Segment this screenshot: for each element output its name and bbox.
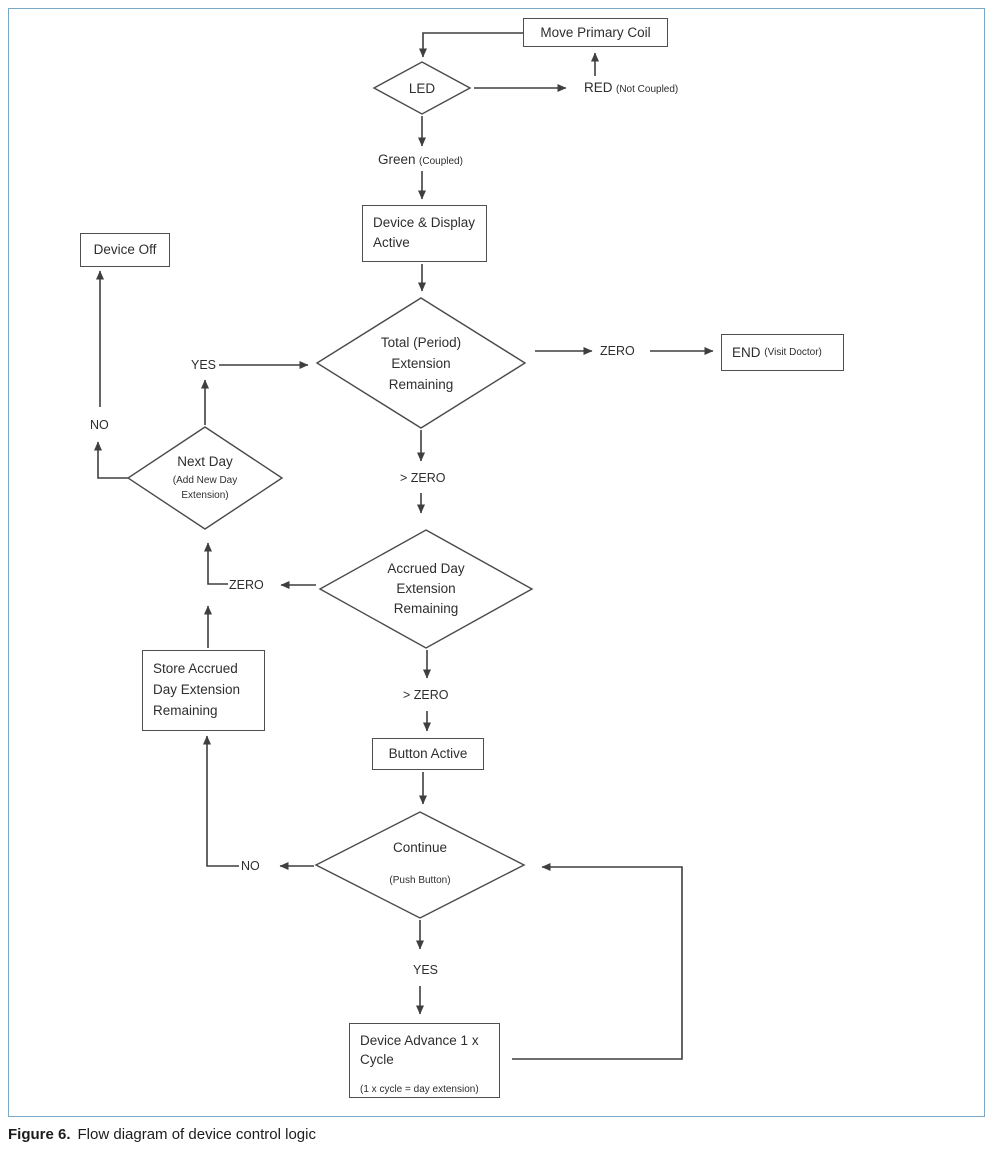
- figure-caption: Figure 6. Flow diagram of device control …: [8, 1126, 316, 1143]
- diamond-accrued-line1: Accrued Day: [387, 561, 465, 576]
- diamond-accrued-shape: [318, 529, 534, 649]
- node-advance-spacer: [360, 1069, 493, 1080]
- node-device-display-active: Device & Display Active: [362, 205, 487, 262]
- node-button-active: Button Active: [372, 738, 484, 770]
- label-red-sub: (Not Coupled): [616, 84, 679, 95]
- diamond-total-line1: Total (Period): [380, 334, 462, 350]
- diamond-next-day-sub1: (Add New Day: [172, 474, 238, 486]
- node-end-label: END: [732, 344, 761, 360]
- node-store-line1: Store Accrued: [153, 661, 238, 676]
- label-red-main: RED: [584, 80, 613, 95]
- connector-advance-loop-to-continue: [512, 863, 683, 1060]
- figure-caption-prefix: Figure 6.: [8, 1126, 71, 1143]
- label-gt-zero-mid: > ZERO: [403, 688, 449, 702]
- diamond-next-day-shape: [126, 426, 284, 530]
- node-end-sublabel: (Visit Doctor): [764, 346, 822, 358]
- node-advance-line1: Device Advance 1 x: [360, 1033, 479, 1048]
- label-yes-lower: YES: [413, 963, 439, 977]
- figure-frame: [8, 8, 985, 1117]
- label-no-upper: NO: [90, 418, 109, 432]
- node-button-active-label: Button Active: [388, 746, 468, 761]
- node-store-accrued: Store Accrued Day Extension Remaining: [142, 650, 265, 731]
- diamond-continue-label: Continue: [392, 840, 448, 855]
- diamond-continue-label-wrap: Continue (Push Button): [316, 812, 524, 916]
- diamond-total-line2: Extension: [391, 355, 451, 371]
- node-end: END (Visit Doctor): [721, 334, 844, 371]
- label-gt-zero-top: > ZERO: [400, 471, 446, 485]
- node-device-active-line2: Active: [373, 235, 410, 250]
- diamond-total-label-wrap: Total (Period) Extension Remaining: [317, 298, 525, 428]
- diamond-next-day-label-wrap: Next Day (Add New Day Extension): [128, 427, 282, 529]
- node-advance-line2: Cycle: [360, 1052, 394, 1067]
- connector-next-day-to-no: [94, 441, 128, 479]
- label-no-lower: NO: [241, 859, 260, 873]
- connector-zero-left-to-next-day: [204, 542, 228, 585]
- connector-move-coil-to-led: [419, 32, 523, 58]
- diamond-next-day-label: Next Day: [177, 453, 233, 469]
- diamond-accrued-line2: Extension: [396, 581, 456, 596]
- diamond-accrued-label-wrap: Accrued Day Extension Remaining: [320, 530, 532, 648]
- diamond-accrued-line3: Remaining: [393, 601, 459, 616]
- node-device-off-label: Device Off: [93, 242, 157, 257]
- diamond-total-shape: [315, 297, 527, 429]
- label-green: Green (Coupled): [378, 152, 463, 167]
- label-zero-left: ZERO: [229, 578, 264, 592]
- node-move-primary-coil: Move Primary Coil: [523, 18, 668, 47]
- node-store-line3: Remaining: [153, 703, 218, 718]
- node-advance-sublabel: (1 x cycle = day extension): [360, 1084, 479, 1095]
- diamond-led-label-wrap: LED: [374, 62, 470, 114]
- diamond-total-line3: Remaining: [388, 376, 454, 392]
- diamond-continue-sublabel: (Push Button): [389, 875, 451, 886]
- label-green-sub: (Coupled): [419, 156, 463, 167]
- node-device-off: Device Off: [80, 233, 170, 267]
- label-zero-right: ZERO: [600, 344, 635, 358]
- diamond-next-day-sub2: Extension): [181, 489, 229, 501]
- diamond-led-label: LED: [408, 80, 436, 96]
- node-device-advance: Device Advance 1 x Cycle (1 x cycle = da…: [349, 1023, 500, 1098]
- diamond-led-shape: [372, 61, 472, 115]
- label-yes-upper: YES: [191, 358, 217, 372]
- node-move-primary-coil-label: Move Primary Coil: [540, 24, 651, 40]
- figure-caption-text: Flow diagram of device control logic: [77, 1126, 316, 1143]
- diamond-continue-shape: [314, 811, 526, 919]
- connector-no-to-store: [203, 735, 239, 867]
- label-red: RED (Not Coupled): [584, 80, 678, 95]
- node-store-line2: Day Extension: [153, 682, 241, 697]
- label-green-main: Green: [378, 152, 416, 167]
- node-device-active-line1: Device & Display: [373, 215, 476, 230]
